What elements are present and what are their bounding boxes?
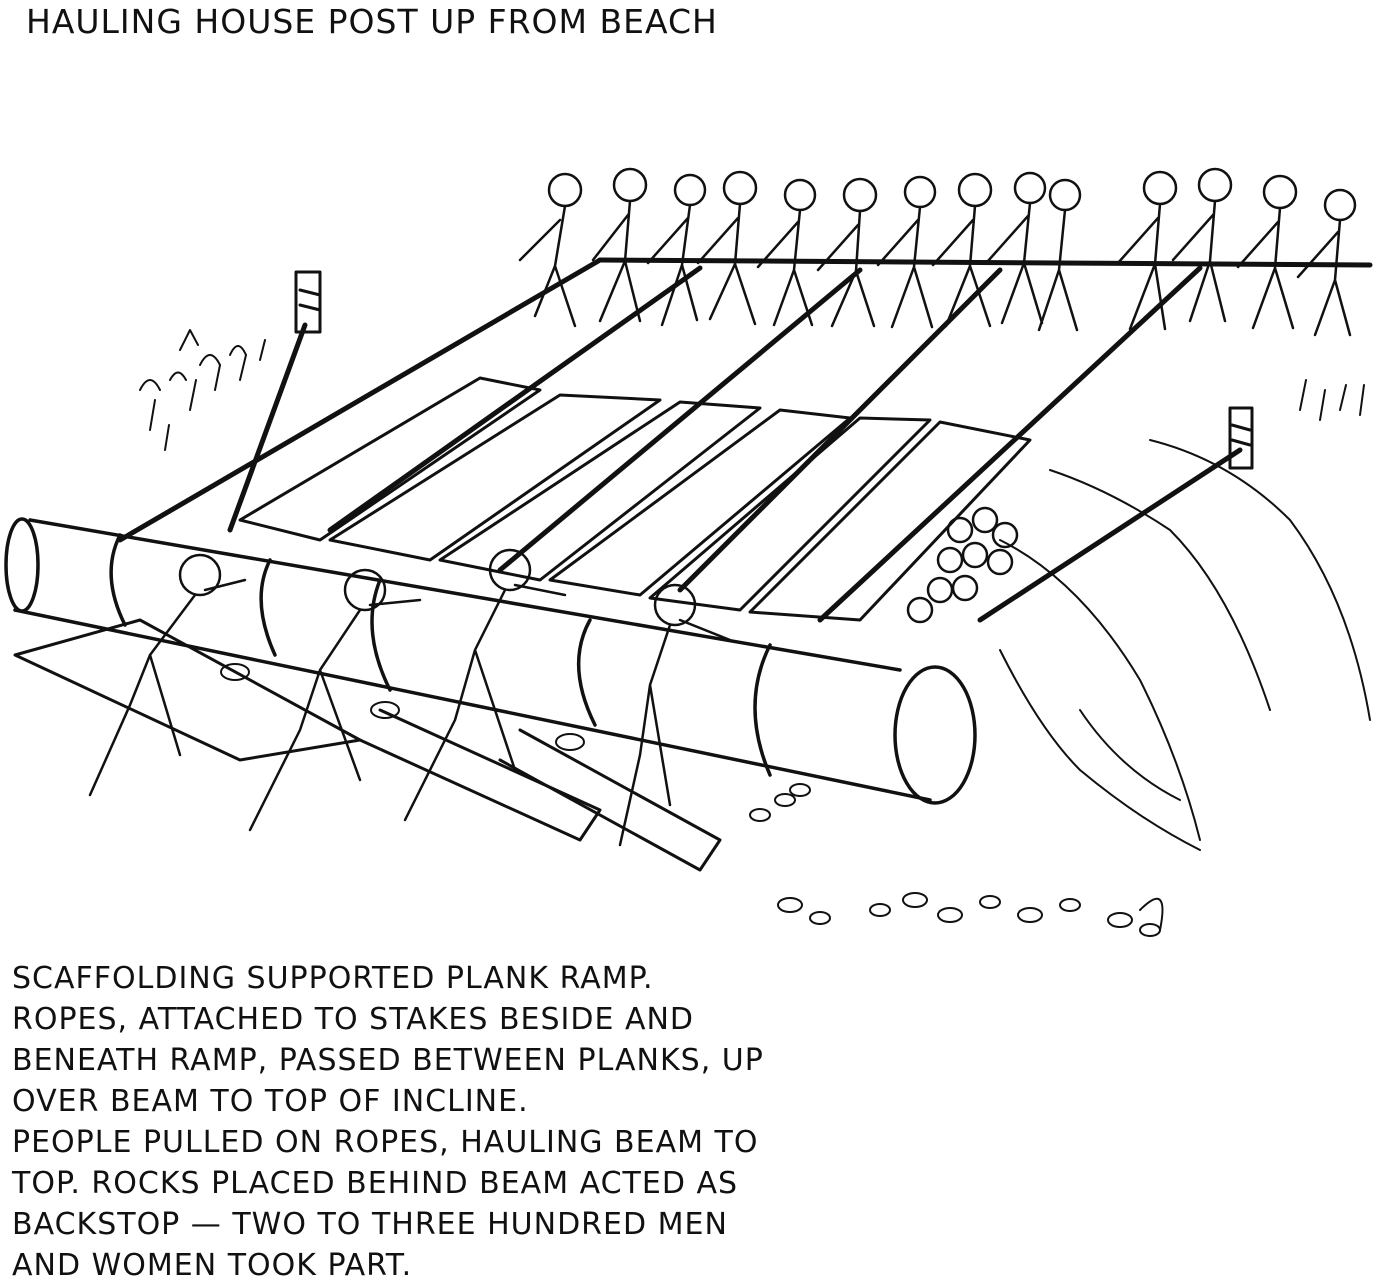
puller-figure (1236, 174, 1298, 330)
caption-line: OVER BEAM TO TOP OF INCLINE. (12, 1084, 529, 1119)
puller-figure (816, 177, 878, 328)
rope-wrap (259, 558, 277, 657)
beach-pebbles (777, 892, 1164, 937)
plank-ramp (13, 376, 1032, 872)
plank (238, 376, 542, 542)
crowd-of-pullers (518, 167, 1357, 337)
rope-wrap (370, 578, 392, 692)
plank (328, 393, 662, 562)
right-stake (1228, 406, 1254, 470)
left-grass (139, 329, 266, 451)
caption-line: AND WOMEN TOOK PART. (12, 1248, 413, 1283)
caption-line: BENEATH RAMP, PASSED BETWEEN PLANKS, UP (12, 1043, 764, 1078)
caption-line: ROPES, ATTACHED TO STAKES BESIDE AND (12, 1002, 695, 1037)
hauling-illustration (4, 167, 1373, 937)
lower-plank (498, 728, 722, 872)
scaffold-logs (906, 506, 1019, 624)
pushers (88, 548, 732, 847)
puller-figure (1116, 170, 1178, 331)
caption-line: PEOPLE PULLED ON ROPES, HAULING BEAM TO (12, 1125, 759, 1160)
puller-figure (756, 178, 817, 327)
house-post-beam (4, 517, 977, 805)
puller-figure (876, 175, 937, 329)
rope-wrap (576, 618, 597, 727)
puller-figure (1037, 178, 1082, 332)
caption-line: TOP. ROCKS PLACED BEHIND BEAM ACTED AS (12, 1166, 739, 1201)
pusher-figure (403, 548, 567, 822)
puller-figure (986, 171, 1047, 325)
plank (548, 408, 852, 597)
hauling-ropes (117, 257, 1373, 623)
backstop-rocks (220, 663, 811, 822)
plank (748, 420, 1032, 622)
lower-plank (358, 708, 602, 842)
puller-figure (518, 172, 583, 328)
left-stake (294, 270, 322, 334)
puller-figure (591, 167, 648, 323)
rope-wrap (109, 533, 127, 627)
rope-wrap (753, 643, 772, 777)
caption-line: SCAFFOLDING SUPPORTED PLANK RAMP. (12, 961, 654, 996)
puller-figure (1296, 188, 1357, 337)
right-hillside (999, 379, 1371, 851)
plank (438, 400, 762, 582)
puller-figure (931, 172, 993, 328)
puller-figure (646, 173, 707, 327)
pusher-figure (88, 553, 247, 797)
caption-line: BACKSTOP — TWO TO THREE HUNDRED MEN (12, 1207, 728, 1242)
pusher-figure (618, 583, 732, 847)
puller-figure (1171, 167, 1233, 323)
puller-figure (696, 170, 758, 326)
pusher-figure (248, 568, 422, 832)
diagram-title: HAULING HOUSE POST UP FROM BEACH (26, 2, 718, 41)
caption: SCAFFOLDING SUPPORTED PLANK RAMP. ROPES,… (12, 958, 1012, 1286)
plank (648, 416, 932, 612)
lower-plank (13, 618, 362, 762)
